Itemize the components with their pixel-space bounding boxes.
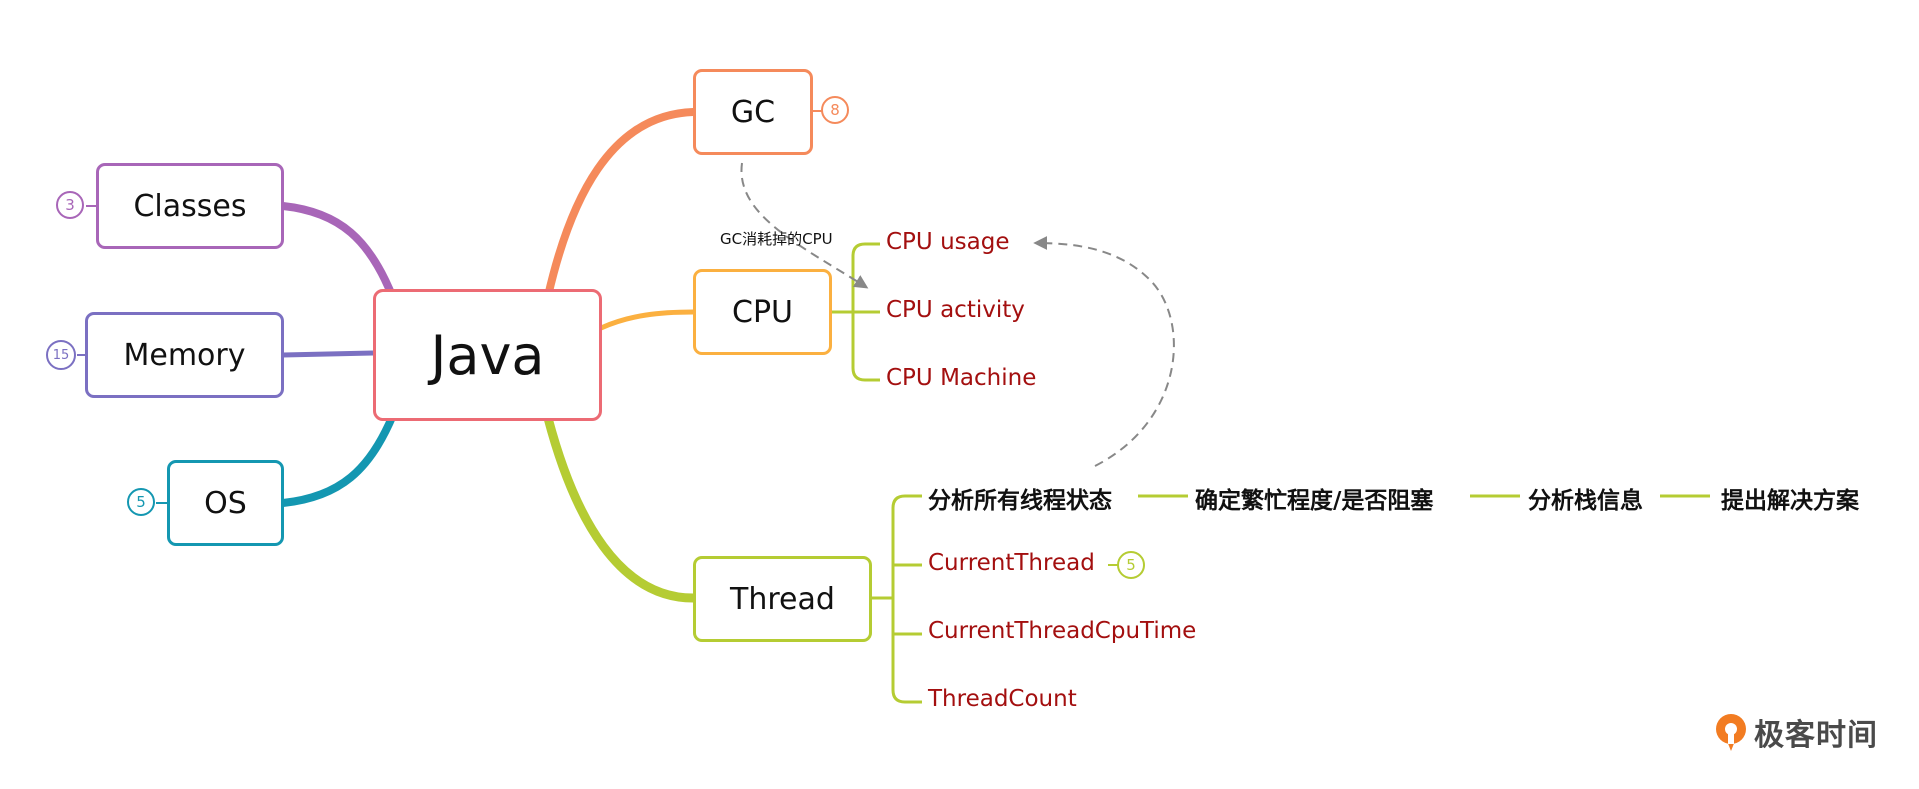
node-cpu-label: CPU (732, 294, 793, 330)
node-gc[interactable]: GC (693, 69, 813, 155)
relation-label: GC消耗掉的CPU (720, 230, 833, 248)
node-classes-label: Classes (133, 188, 247, 224)
relation-gc-cpu (740, 162, 869, 289)
brand-mark-icon (1712, 712, 1750, 752)
brand-logo: 极客时间 (1712, 710, 1878, 754)
node-cpu[interactable]: CPU (693, 269, 832, 355)
cpu-usage-leaf[interactable]: CPU usage (886, 229, 1010, 255)
node-thread-label: Thread (730, 581, 835, 617)
branch-memory (282, 350, 374, 358)
root-node-java[interactable]: Java (373, 289, 602, 421)
step-analyze-stack[interactable]: 分析栈信息 (1528, 488, 1643, 514)
branch-os (279, 411, 397, 507)
node-os[interactable]: OS (167, 460, 284, 546)
node-classes[interactable]: Classes (96, 163, 284, 249)
node-memory-label: Memory (123, 337, 246, 373)
branch-thread (543, 413, 698, 603)
memory-count-badge[interactable]: 15 (46, 340, 76, 370)
current-thread-count-badge[interactable]: 5 (1117, 551, 1145, 579)
brand-name: 极客时间 (1754, 718, 1878, 753)
root-label: Java (430, 323, 545, 387)
classes-count-badge[interactable]: 3 (56, 191, 84, 219)
cpu-bracket (832, 242, 880, 382)
node-os-label: OS (204, 485, 247, 521)
gc-count-badge[interactable]: 8 (821, 96, 849, 124)
thread-count-leaf[interactable]: ThreadCount (928, 686, 1077, 712)
branch-cpu (598, 309, 696, 331)
branch-gc (544, 108, 697, 300)
cpu-machine-leaf[interactable]: CPU Machine (886, 365, 1037, 391)
thread-bracket (872, 494, 922, 704)
relation-thread-cpu (1033, 236, 1175, 467)
current-thread-cpu-time-leaf[interactable]: CurrentThreadCpuTime (928, 618, 1197, 644)
node-memory[interactable]: Memory (85, 312, 284, 398)
step-determine-busy-blocked[interactable]: 确定繁忙程度/是否阻塞 (1195, 488, 1434, 514)
step-propose-solution[interactable]: 提出解决方案 (1721, 488, 1859, 514)
cpu-activity-leaf[interactable]: CPU activity (886, 297, 1025, 323)
current-thread-leaf[interactable]: CurrentThread (928, 550, 1095, 576)
branch-classes (279, 202, 397, 302)
node-gc-label: GC (730, 94, 776, 130)
os-count-badge[interactable]: 5 (127, 488, 155, 516)
node-thread[interactable]: Thread (693, 556, 872, 642)
step-analyze-thread-states[interactable]: 分析所有线程状态 (928, 488, 1112, 514)
